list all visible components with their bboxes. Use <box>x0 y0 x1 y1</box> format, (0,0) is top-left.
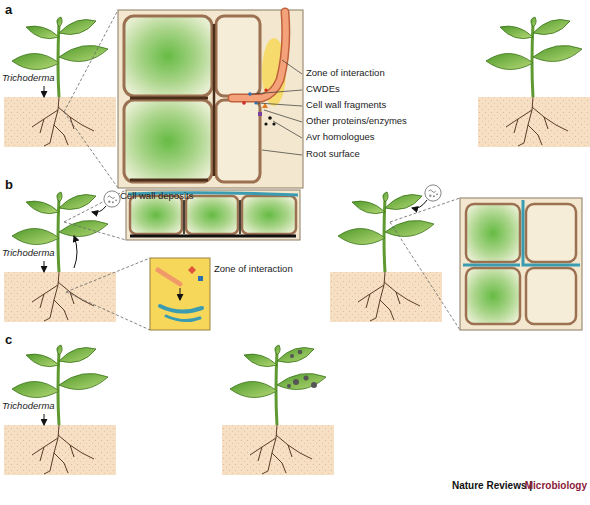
part-label: Zone of interaction <box>306 68 385 79</box>
leader-lines <box>252 60 302 155</box>
signal-molecule <box>104 191 120 207</box>
inset-a <box>118 10 303 188</box>
inset-zone <box>150 258 210 330</box>
plant <box>222 345 334 475</box>
journal-credit: Microbiology <box>525 480 587 492</box>
part-label: CWDEs <box>306 84 340 95</box>
zoom-lines <box>64 10 460 330</box>
panel-letter: b <box>5 178 13 193</box>
organism-label: Trichoderma <box>1 401 56 412</box>
panel-letter: c <box>5 333 12 348</box>
lesions <box>287 350 317 388</box>
inset-b-leaf <box>460 198 582 330</box>
organism-label: Trichoderma <box>1 248 56 259</box>
part-label: Root surface <box>306 149 360 160</box>
organism-label: Trichoderma <box>1 73 56 84</box>
part-label: Zone of interaction <box>214 264 293 275</box>
plant <box>330 192 442 322</box>
journal-credit: Nature Reviews | <box>452 480 532 492</box>
plant <box>478 17 590 147</box>
panel-letter: a <box>5 3 12 18</box>
part-label: Avr homologues <box>306 132 374 143</box>
part-label: Other proteins/enzymes <box>306 116 407 127</box>
signal-arrows <box>74 200 427 268</box>
signal-molecule <box>425 185 441 201</box>
part-label: Cell wall fragments <box>306 100 386 111</box>
part-label: Cell wall deposits <box>120 191 193 202</box>
